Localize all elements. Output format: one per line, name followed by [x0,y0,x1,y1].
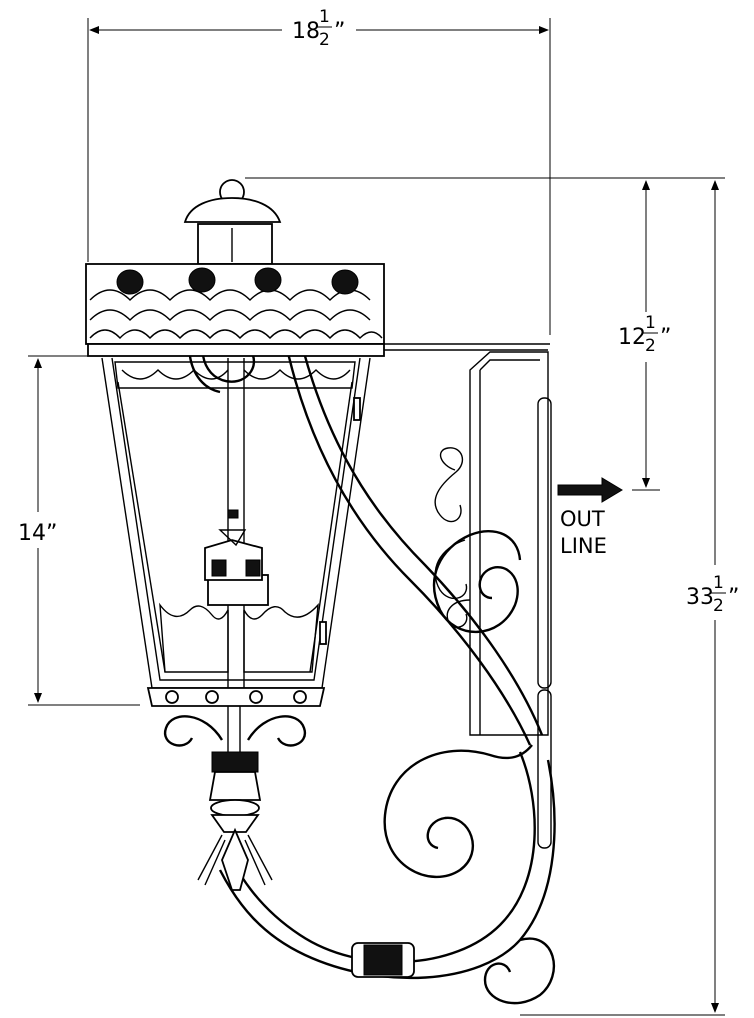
width-numerator: 1 [319,7,330,27]
width-dimension: 18 1 2 ” [87,7,551,335]
outline-label-line1: OUT [560,507,605,531]
lower-support-arm [218,744,556,1005]
finial-collar [211,751,259,773]
crown-rosettes [116,267,359,295]
upper-height-unit: ” [660,325,671,350]
width-unit: ” [334,19,345,44]
lantern-base [146,687,326,707]
width-denominator: 2 [319,30,330,50]
candle-cluster [204,529,269,606]
backplate-scrollwork [432,447,522,634]
body-height-label: 14” [18,521,57,546]
door-latch [227,509,239,519]
wall-backplate [360,343,552,849]
body-height-dimension: 14” [18,355,140,706]
upper-height-dimension: 12 1 2 ” [245,177,725,491]
bracket-arm [188,297,544,746]
lantern-crown [85,179,385,357]
overall-height-dimension: 33 1 2 ” [520,180,739,1016]
outline-arrow-icon [557,477,623,503]
bottom-finial [163,706,307,891]
upper-height-denominator: 2 [645,336,656,356]
overall-height-denominator: 2 [713,596,724,616]
overall-height-whole: 33 [686,585,714,610]
outline-indicator: OUT LINE [557,477,623,558]
overall-height-unit: ” [728,585,739,610]
width-whole: 18 [292,19,320,44]
outline-label-line2: LINE [560,534,607,558]
upper-height-whole: 12 [618,325,646,350]
overall-height-numerator: 1 [713,573,724,593]
lantern-body [101,357,371,689]
upper-height-numerator: 1 [645,313,656,333]
